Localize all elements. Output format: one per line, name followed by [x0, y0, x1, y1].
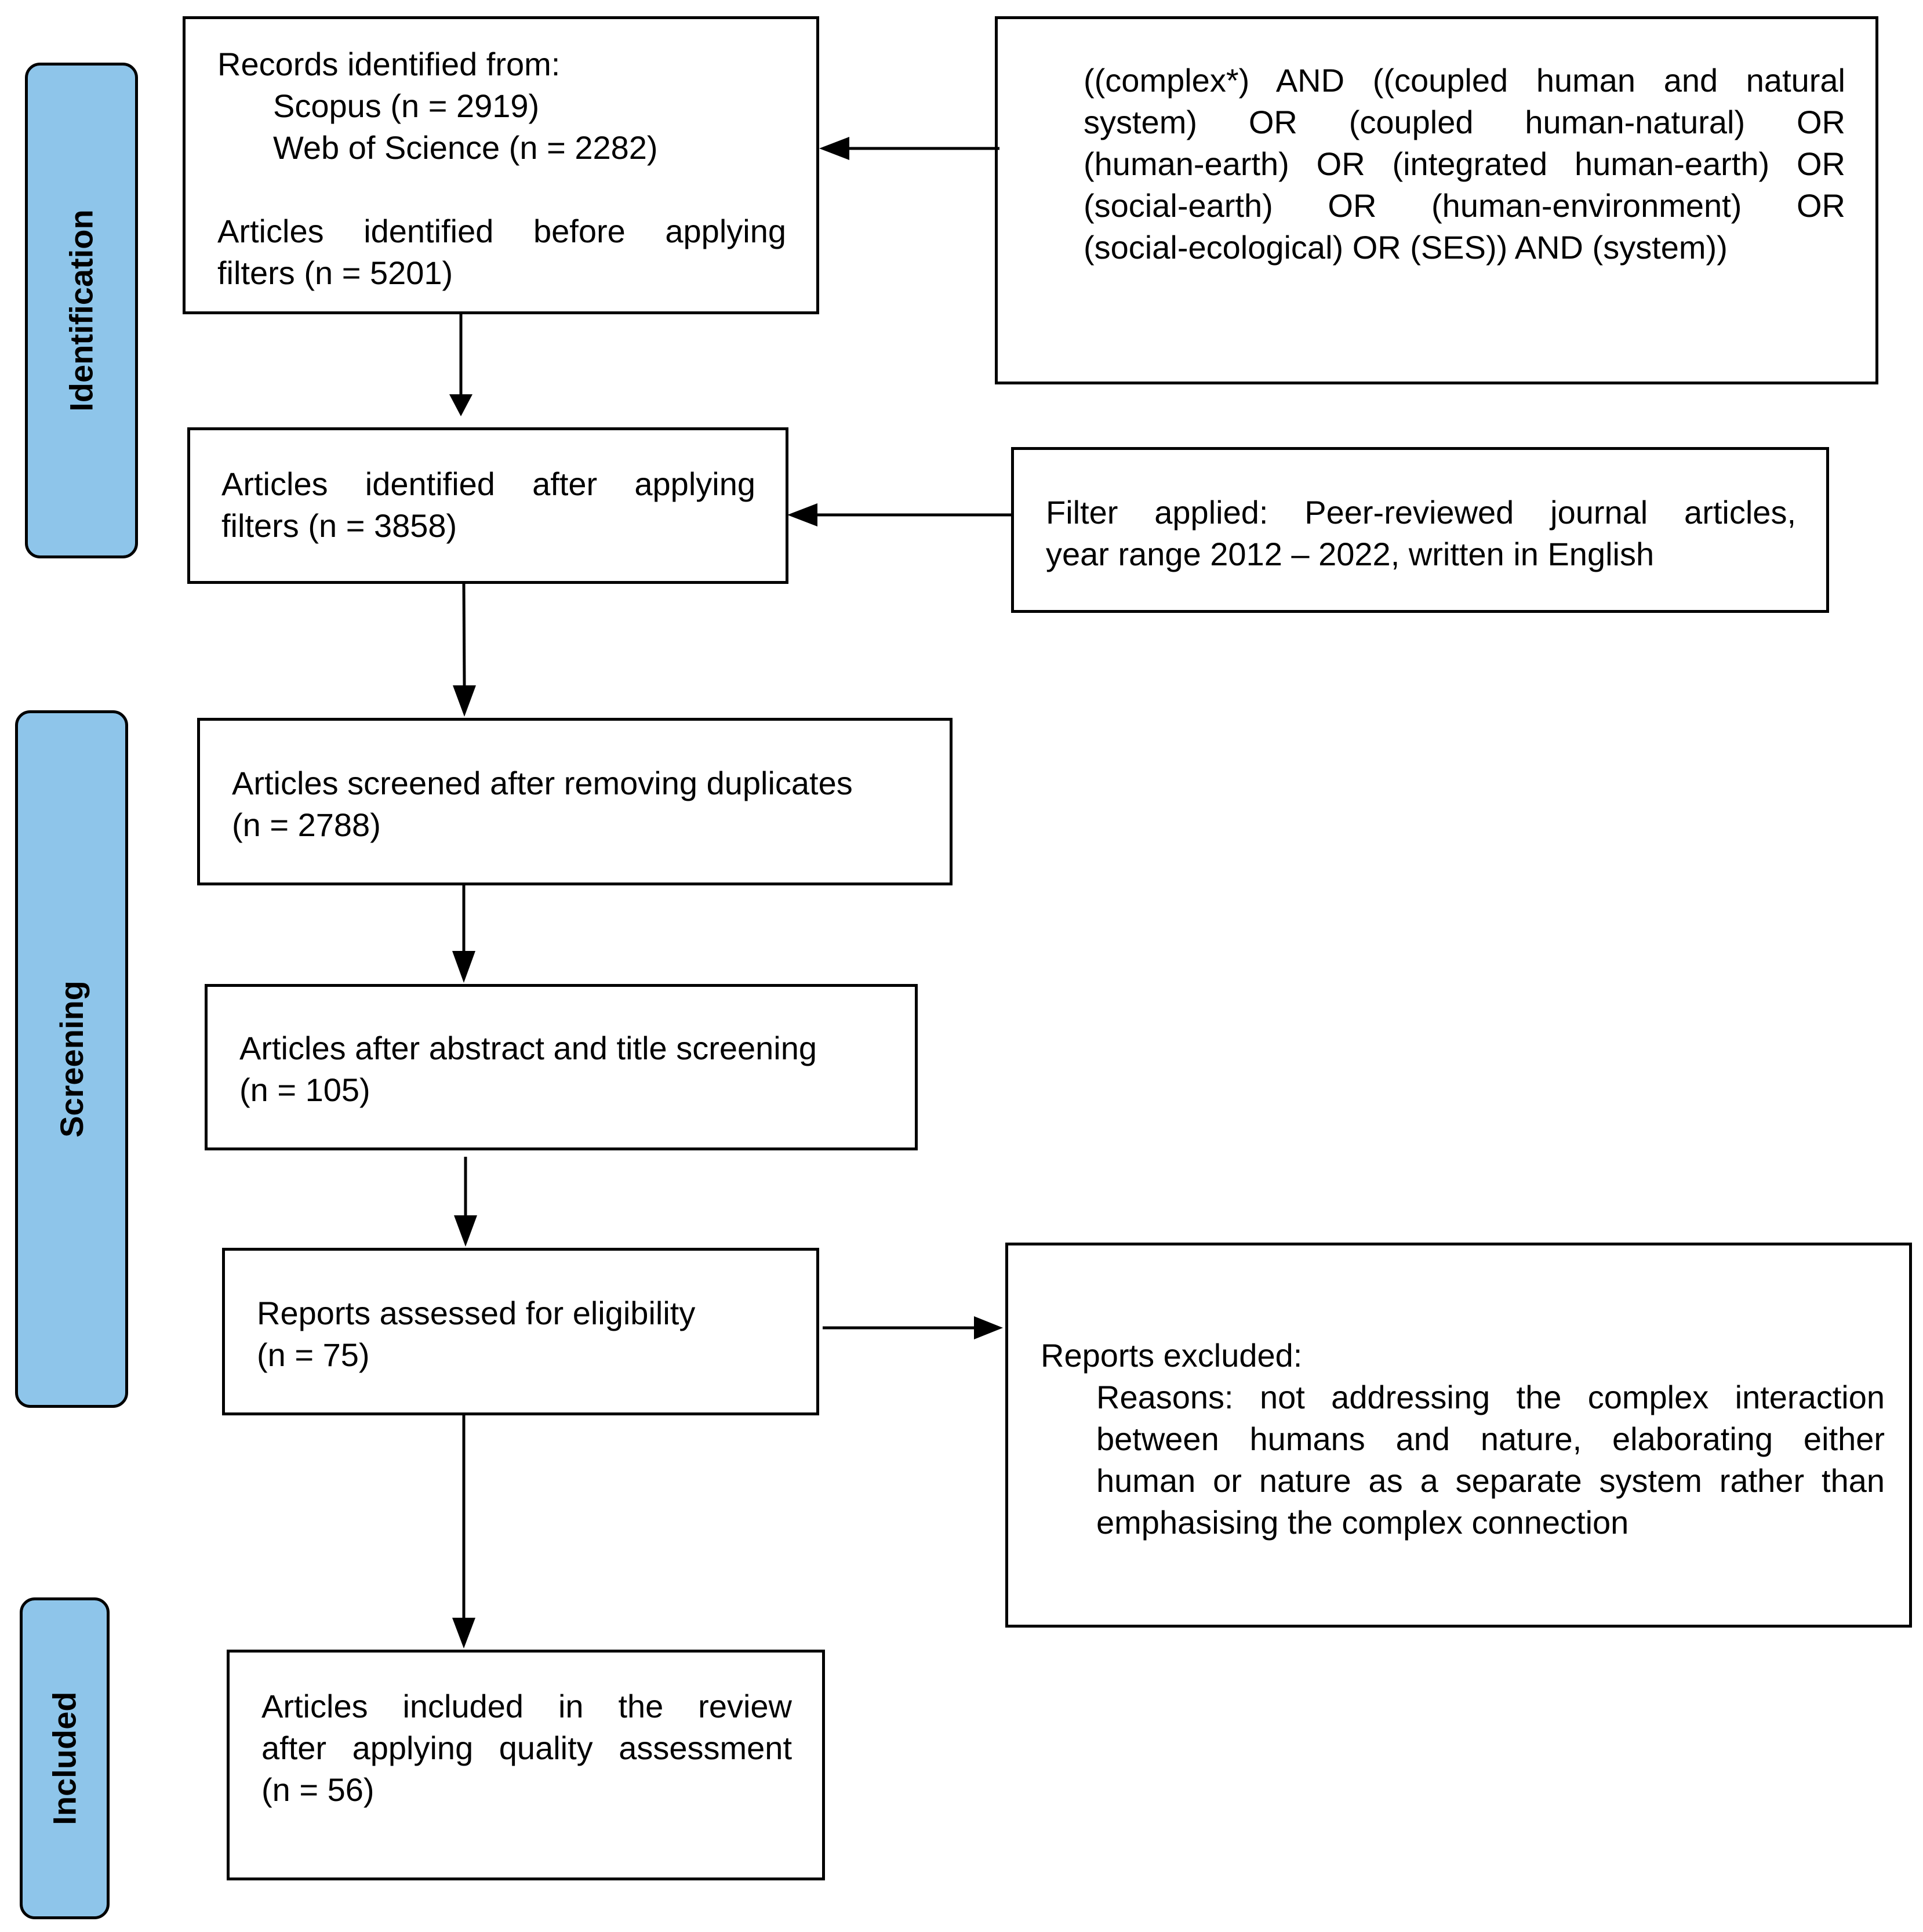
- excluded-heading: Reports excluded:: [1041, 1337, 1303, 1374]
- arrowhead-after-filters: [449, 394, 472, 416]
- phase-included: Included: [20, 1597, 110, 1919]
- excluded-reason-line1: Reasons: not addressing the complex inte…: [1096, 1379, 1885, 1415]
- query-line-5: (social-ecological) OR (SES)) AND (syste…: [1084, 229, 1728, 266]
- arrowhead-eligibility: [454, 1215, 477, 1247]
- excluded-reason-line4: emphasising the complex connection: [1096, 1504, 1629, 1541]
- duplicates-line1: Articles screened after removing duplica…: [232, 765, 853, 801]
- duplicates-removed-box: Articles screened after removing duplica…: [197, 718, 953, 885]
- records-before-filters-line2: filters (n = 5201): [217, 255, 453, 291]
- arrowhead-duplicates: [453, 685, 476, 717]
- records-heading: Records identified from:: [217, 46, 561, 82]
- eligibility-box: Reports assessed for eligibility (n = 75…: [222, 1248, 819, 1415]
- records-identified-box: Records identified from: Scopus (n = 291…: [183, 16, 819, 314]
- included-line2: after applying quality assessment: [261, 1730, 792, 1766]
- filter-line2: year range 2012 – 2022, written in Engli…: [1046, 536, 1655, 572]
- excluded-reasons: Reasons: not addressing the complex inte…: [1041, 1377, 1885, 1544]
- arrowhead-after-filters-side: [787, 503, 817, 526]
- search-query-box: ((complex*) AND ((coupled human and natu…: [995, 16, 1878, 384]
- arrowhead-records: [819, 137, 849, 160]
- after-filters-line2: filters (n = 3858): [221, 507, 457, 544]
- excluded-reason-line3: human or nature as a separate system rat…: [1096, 1462, 1885, 1499]
- query-line-2: system) OR (coupled human-natural) OR: [1084, 104, 1845, 140]
- excluded-reason-line2: between humans and nature, elaborating e…: [1096, 1421, 1885, 1457]
- arrowhead-included: [452, 1618, 475, 1648]
- after-filters-line1: Articles identified after applying: [221, 466, 755, 502]
- records-web-of-science: Web of Science (n = 2282): [273, 129, 658, 166]
- eligibility-line1: Reports assessed for eligibility: [257, 1295, 696, 1331]
- query-line-1: ((complex*) AND ((coupled human and natu…: [1084, 62, 1845, 99]
- records-scopus: Scopus (n = 2919): [273, 88, 540, 124]
- abstract-line1: Articles after abstract and title screen…: [239, 1030, 817, 1066]
- records-before-filters-line1: Articles identified before applying: [217, 213, 786, 249]
- abstract-line2: (n = 105): [239, 1072, 370, 1108]
- included-line1: Articles included in the review: [261, 1688, 792, 1724]
- phase-screening: Screening: [15, 710, 128, 1408]
- arrowhead-abstract: [452, 951, 475, 983]
- query-line-4: (social-earth) OR (human-environment) OR: [1084, 187, 1845, 224]
- included-line3: (n = 56): [261, 1771, 375, 1808]
- query-line-3: (human-earth) OR (integrated human-earth…: [1084, 146, 1845, 182]
- duplicates-line2: (n = 2788): [232, 807, 381, 843]
- included-box: Articles included in the review after ap…: [227, 1650, 825, 1880]
- arrowhead-excluded: [974, 1316, 1003, 1339]
- reports-excluded-box: Reports excluded: Reasons: not addressin…: [1005, 1243, 1912, 1628]
- eligibility-line2: (n = 75): [257, 1337, 370, 1373]
- filter-line1: Filter applied: Peer-reviewed journal ar…: [1046, 494, 1796, 531]
- abstract-screening-box: Articles after abstract and title screen…: [205, 984, 918, 1150]
- phase-identification: Identification: [25, 63, 138, 558]
- after-filters-box: Articles identified after applying filte…: [187, 427, 788, 584]
- filter-applied-box: Filter applied: Peer-reviewed journal ar…: [1011, 447, 1829, 613]
